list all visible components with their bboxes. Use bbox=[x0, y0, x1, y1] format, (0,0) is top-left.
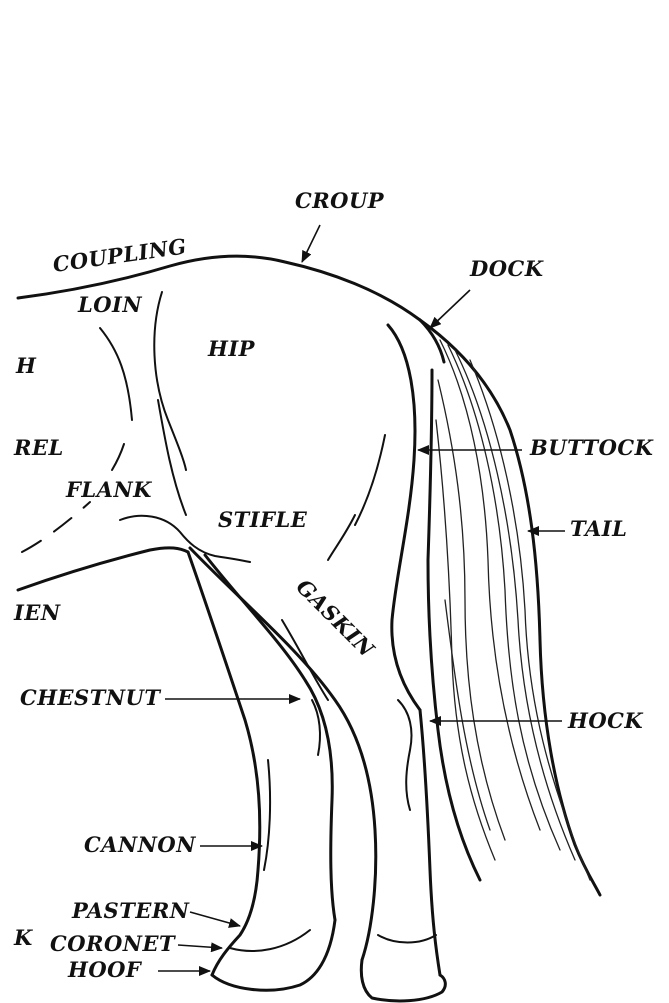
arrow-pastern bbox=[190, 912, 240, 926]
label-abdomen-partial: IEN bbox=[13, 600, 61, 625]
label-hoof: HOOF bbox=[67, 957, 143, 982]
arrow-croup bbox=[302, 225, 320, 262]
loin-contour bbox=[100, 328, 132, 420]
flank-line bbox=[112, 444, 124, 470]
labels: CROUP COUPLING DOCK LOIN HIP H BUTTOCK R… bbox=[13, 188, 654, 982]
tail-hair-4 bbox=[438, 380, 505, 840]
gaskin-contour bbox=[282, 620, 328, 700]
label-tail: TAIL bbox=[570, 516, 627, 541]
tail-outline-front bbox=[428, 370, 480, 880]
label-buttock: BUTTOCK bbox=[529, 435, 654, 460]
arrow-coronet bbox=[178, 945, 222, 948]
thigh-contour-2 bbox=[328, 515, 355, 560]
label-k-partial: K bbox=[13, 925, 33, 950]
arrow-dock bbox=[430, 290, 470, 328]
label-h-partial: H bbox=[15, 353, 37, 378]
thigh-contour bbox=[355, 435, 385, 525]
far-hoof bbox=[212, 920, 335, 990]
label-hock: HOCK bbox=[567, 708, 643, 733]
near-hoof bbox=[361, 960, 445, 1001]
label-gaskin: GASKIN bbox=[291, 574, 379, 662]
hip-contour bbox=[154, 292, 186, 470]
label-chestnut: CHESTNUT bbox=[20, 685, 161, 710]
tail-outline-back bbox=[420, 320, 600, 895]
buttock-outline bbox=[388, 325, 420, 710]
near-coronet bbox=[378, 935, 436, 943]
label-coupling: COUPLING bbox=[51, 233, 188, 277]
near-leg-back bbox=[420, 710, 440, 975]
belly-outline bbox=[18, 548, 188, 590]
tail bbox=[420, 320, 600, 895]
label-dock: DOCK bbox=[469, 256, 544, 281]
label-flank: FLANK bbox=[65, 477, 152, 502]
near-leg-front bbox=[190, 548, 376, 960]
near-hock-detail bbox=[398, 700, 412, 810]
label-cannon: CANNON bbox=[84, 832, 196, 857]
label-pastern: PASTERN bbox=[71, 898, 190, 923]
label-coronet: CORONET bbox=[50, 931, 176, 956]
label-croup: CROUP bbox=[295, 188, 385, 213]
label-loin: LOIN bbox=[77, 292, 142, 317]
label-hip: HIP bbox=[207, 336, 256, 361]
barrel-line bbox=[22, 502, 90, 552]
far-leg-front bbox=[188, 552, 260, 975]
label-barrel-partial: REL bbox=[13, 435, 64, 460]
label-stifle: STIFLE bbox=[218, 507, 308, 532]
far-cannon-detail bbox=[264, 760, 270, 870]
